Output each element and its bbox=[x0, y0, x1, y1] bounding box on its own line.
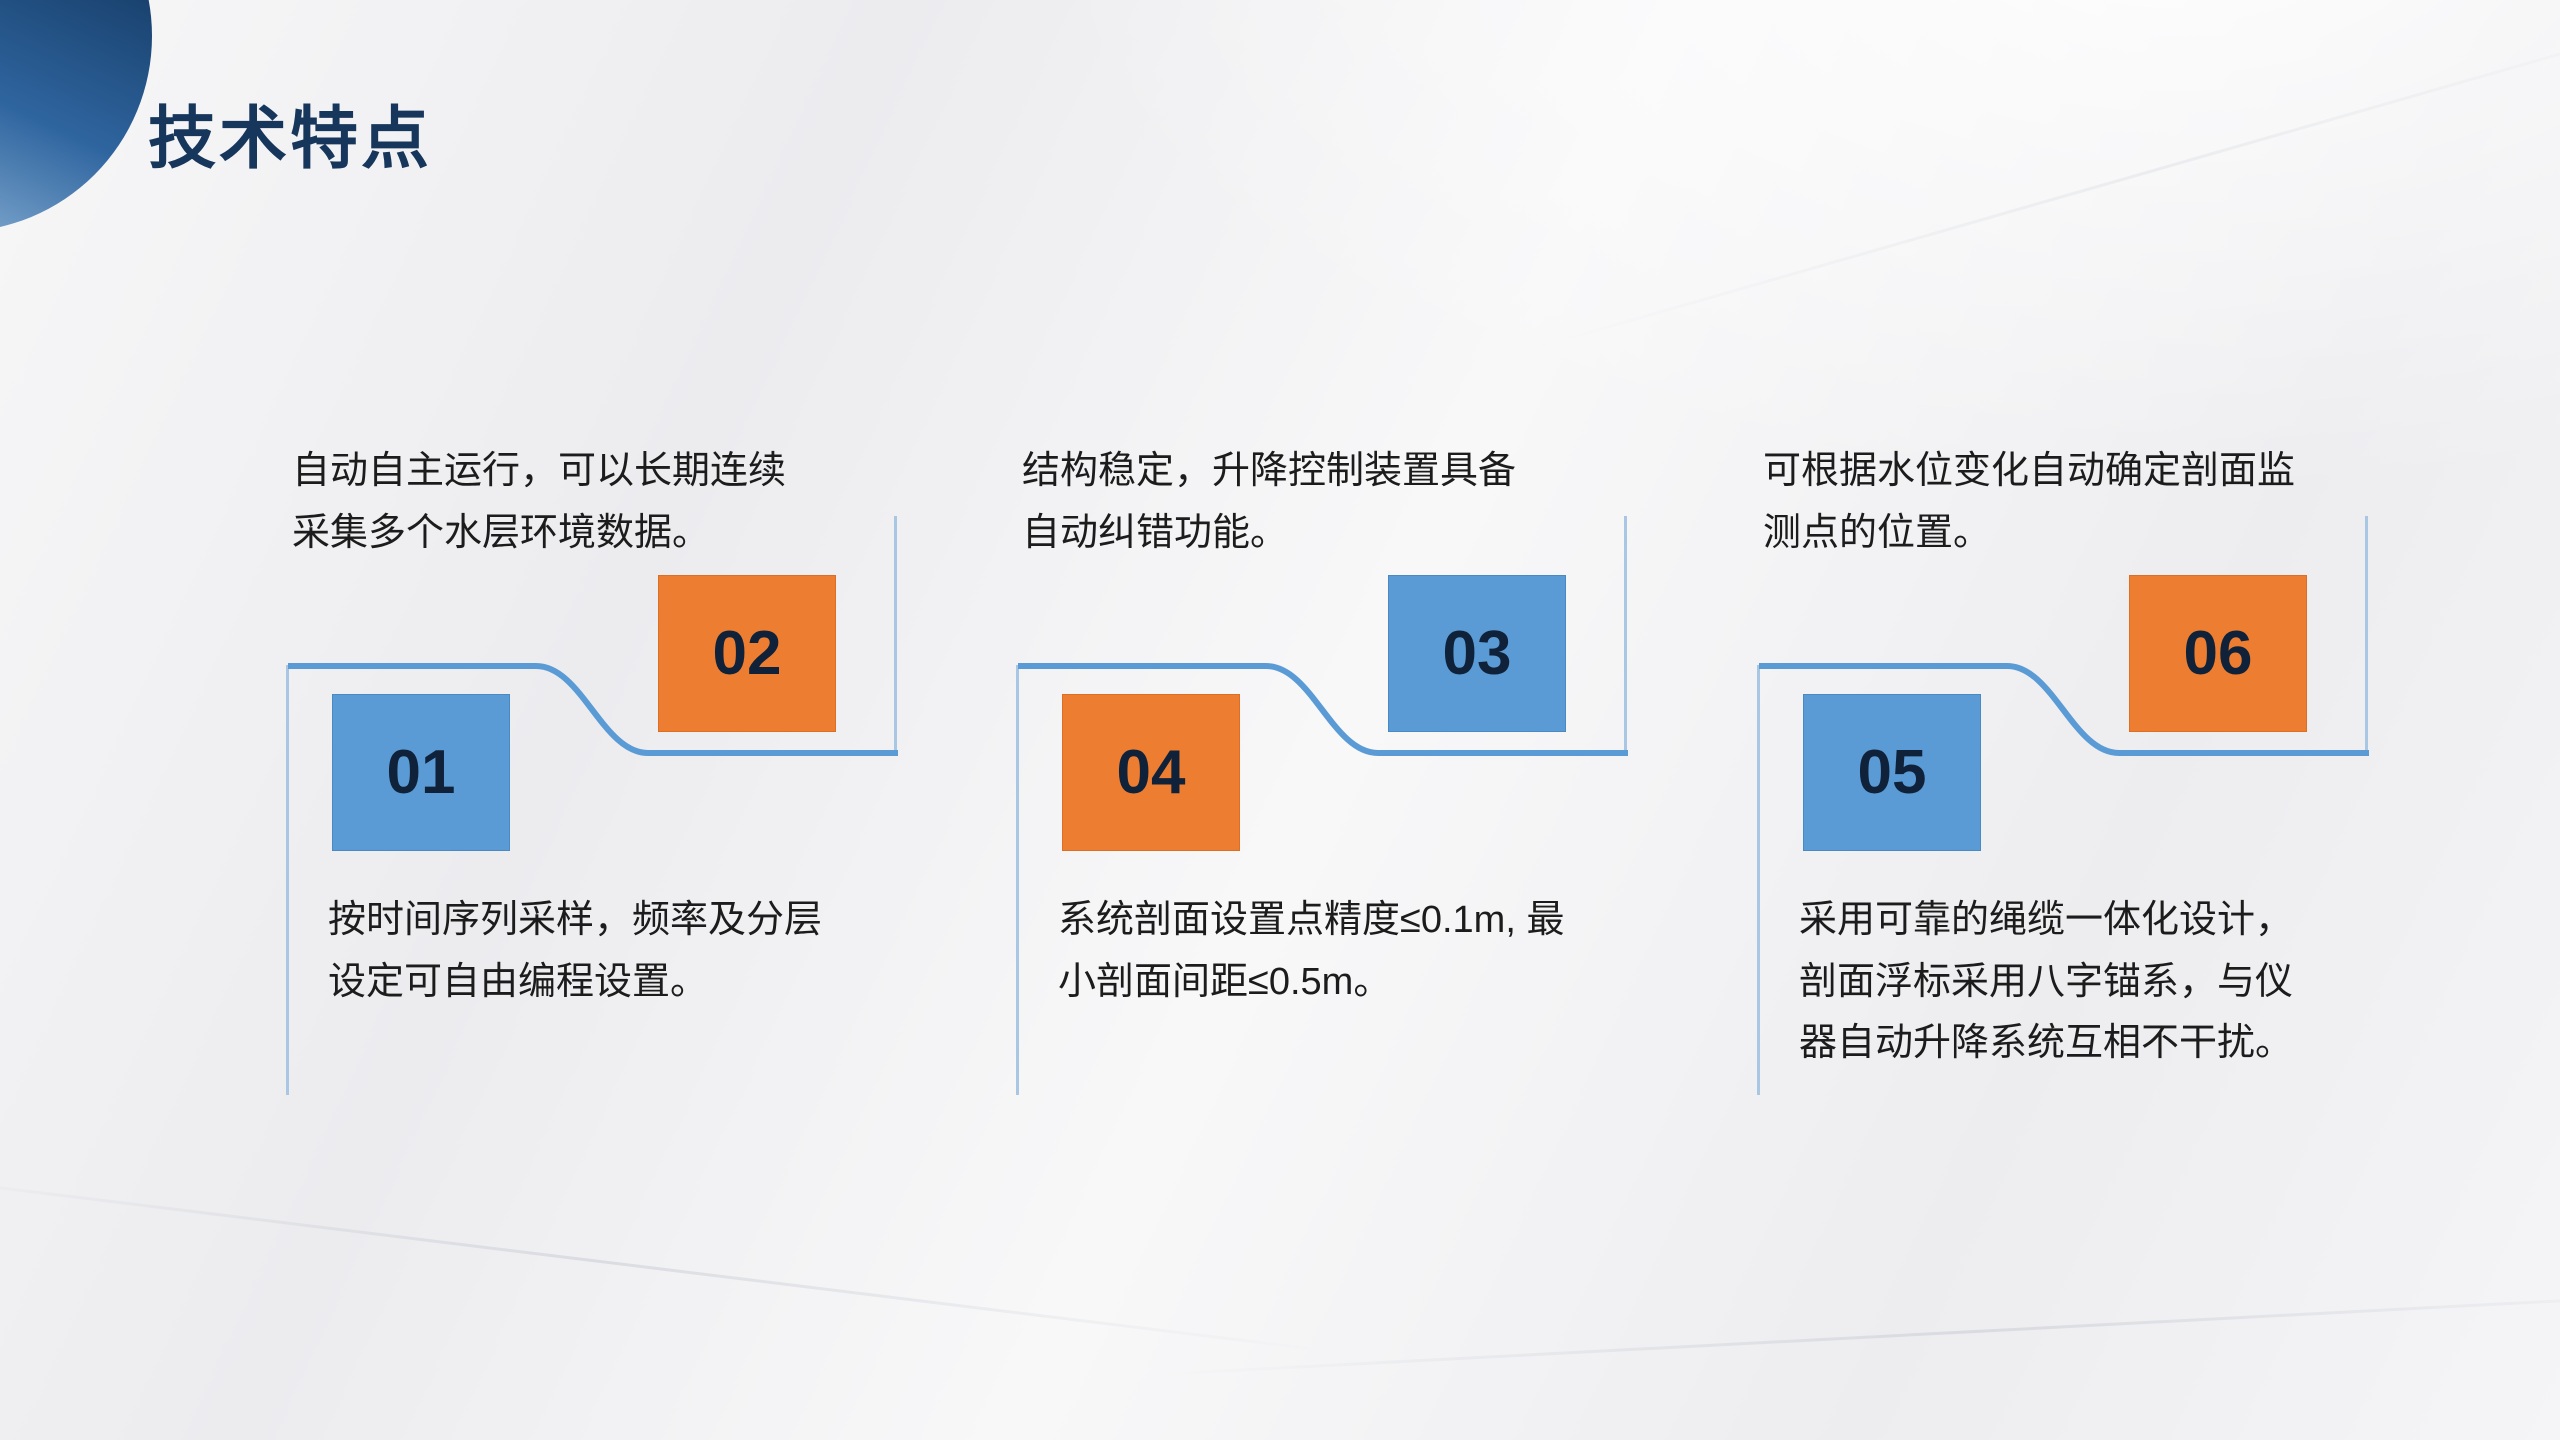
number-box-03: 03 bbox=[1388, 575, 1566, 732]
right-accent-line bbox=[894, 516, 897, 753]
feature-bottom-text: 系统剖面设置点精度≤0.1m, 最 小剖面间距≤0.5m。 bbox=[1058, 899, 1565, 1003]
left-accent-line bbox=[1757, 665, 1760, 1095]
step-connector-line bbox=[1759, 663, 2369, 756]
number-box-02: 02 bbox=[658, 575, 836, 732]
number-label: 05 bbox=[1857, 738, 1927, 807]
step-connector-line bbox=[1018, 663, 1628, 756]
number-label: 02 bbox=[712, 619, 782, 688]
feature-column-2: 结构稳定，升降控制装置具备 自动纠错功能。 03 04 系统剖面设置点精度≤0.… bbox=[1016, 441, 1636, 1131]
number-box-05: 05 bbox=[1803, 694, 1981, 851]
background-texture-streak bbox=[0, 1168, 1345, 1355]
number-label: 06 bbox=[2183, 619, 2253, 688]
feature-top-text: 可根据水位变化自动确定剖面监 测点的位置。 bbox=[1763, 450, 2296, 554]
number-label: 03 bbox=[1442, 619, 1512, 688]
background-texture-streak bbox=[1151, 1286, 2560, 1377]
feature-column-1: 自动自主运行，可以长期连续 采集多个水层环境数据。 02 01 按时间序列采样，… bbox=[286, 441, 906, 1131]
right-accent-line bbox=[1624, 516, 1627, 753]
feature-top-text: 结构稳定，升降控制装置具备 自动纠错功能。 bbox=[1022, 450, 1517, 554]
number-box-06: 06 bbox=[2129, 575, 2307, 732]
feature-top-text: 自动自主运行，可以长期连续 采集多个水层环境数据。 bbox=[292, 450, 787, 554]
feature-bottom-text: 按时间序列采样，频率及分层 设定可自由编程设置。 bbox=[328, 899, 823, 1003]
corner-sphere-decoration bbox=[0, 0, 152, 232]
number-label: 04 bbox=[1116, 738, 1186, 807]
right-accent-line bbox=[2365, 516, 2368, 753]
number-box-01: 01 bbox=[332, 694, 510, 851]
left-accent-line bbox=[1016, 665, 1019, 1095]
background-texture-streak bbox=[1524, 0, 2560, 353]
left-accent-line bbox=[286, 665, 289, 1095]
number-label: 01 bbox=[386, 738, 456, 807]
feature-bottom-text: 采用可靠的绳缆一体化设计， 剖面浮标采用八字锚系，与仪 器自动升降系统互相不干扰… bbox=[1799, 899, 2294, 1065]
number-box-04: 04 bbox=[1062, 694, 1240, 851]
step-connector-line bbox=[288, 663, 898, 756]
page-title: 技术特点 bbox=[148, 101, 433, 177]
feature-column-3: 可根据水位变化自动确定剖面监 测点的位置。 06 05 采用可靠的绳缆一体化设计… bbox=[1757, 441, 2377, 1131]
